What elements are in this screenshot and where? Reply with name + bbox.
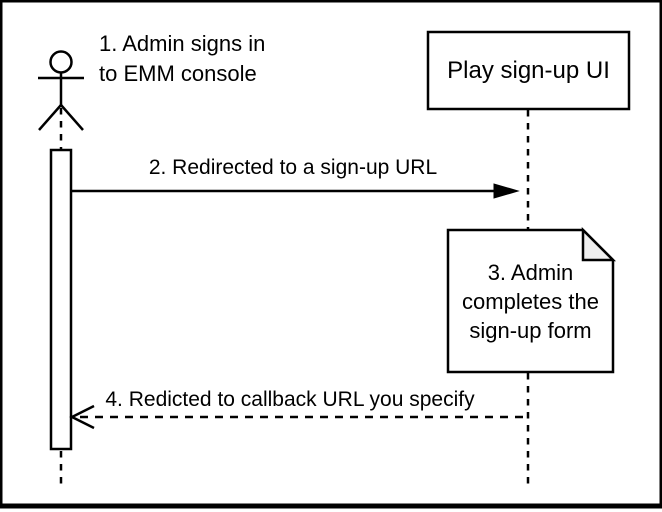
actor-left-leg	[38, 104, 62, 131]
filled-arrowhead-icon	[493, 183, 520, 199]
note-shape	[446, 228, 615, 374]
actor-stick-figure-icon	[38, 50, 84, 131]
participant-title: Play sign-up UI	[447, 56, 610, 84]
actor-head	[49, 50, 73, 74]
message2-label: 2. Redirected to a sign-up URL	[148, 156, 438, 179]
note-folded-corner	[581, 226, 617, 262]
step1-label: 1. Admin signs in to EMM console	[99, 31, 266, 86]
message4-label: 4. Redicted to callback URL you specify	[105, 388, 475, 411]
actor-right-leg	[60, 104, 84, 131]
admin-activation-bar	[49, 148, 73, 451]
open-chevron-arrowhead-icon	[69, 404, 95, 430]
note-text: 3. Admin completes the sign-up form	[462, 259, 599, 343]
participant-box	[426, 30, 631, 111]
